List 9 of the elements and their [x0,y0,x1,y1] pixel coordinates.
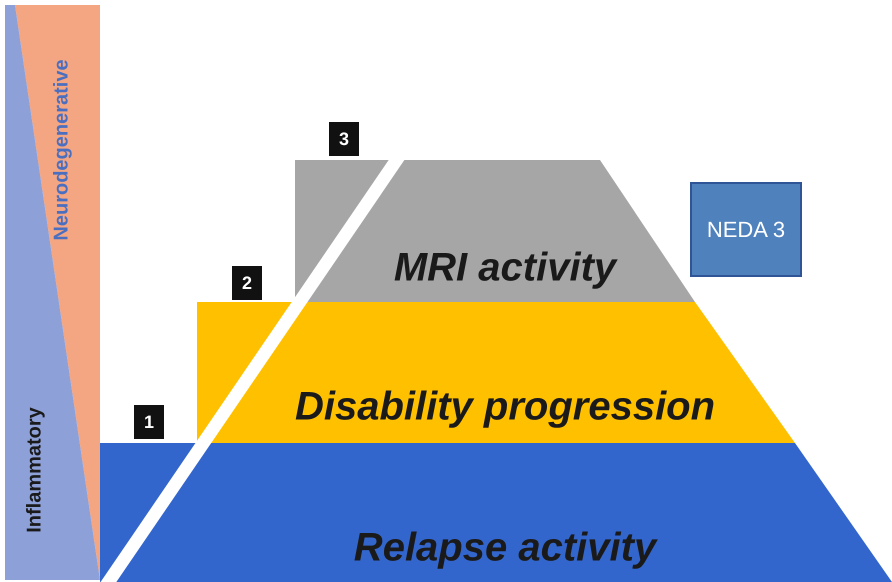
band-label: MRI activity [394,246,616,290]
axis-label: Inflammatory [24,407,46,533]
callout-number: 3 [329,122,359,156]
axis-label: Neurodegenerative [50,59,74,241]
label-box: NEDA 3 [690,182,802,277]
band-label: Disability progression [294,384,716,430]
callout-number: 2 [232,266,262,300]
band-label: Relapse activity [354,526,656,570]
callout-number: 1 [134,405,164,439]
